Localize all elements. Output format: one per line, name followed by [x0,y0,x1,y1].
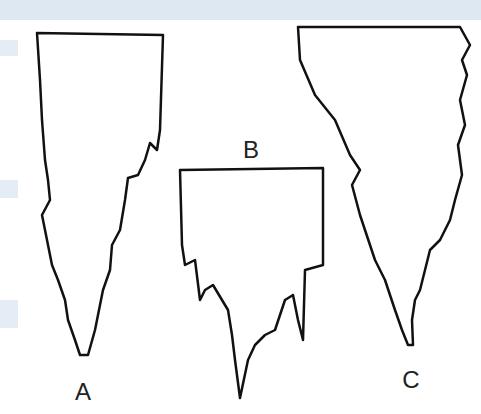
shape-letter: C [402,368,419,392]
icicle-b [180,168,323,398]
icicle-c [298,27,470,345]
shape-letter: B [243,138,259,162]
shape-letter: A [75,380,91,404]
icicle-a [37,33,163,355]
side-mark [0,180,18,198]
side-mark [0,300,18,328]
side-mark [0,40,18,56]
top-band [0,0,481,20]
